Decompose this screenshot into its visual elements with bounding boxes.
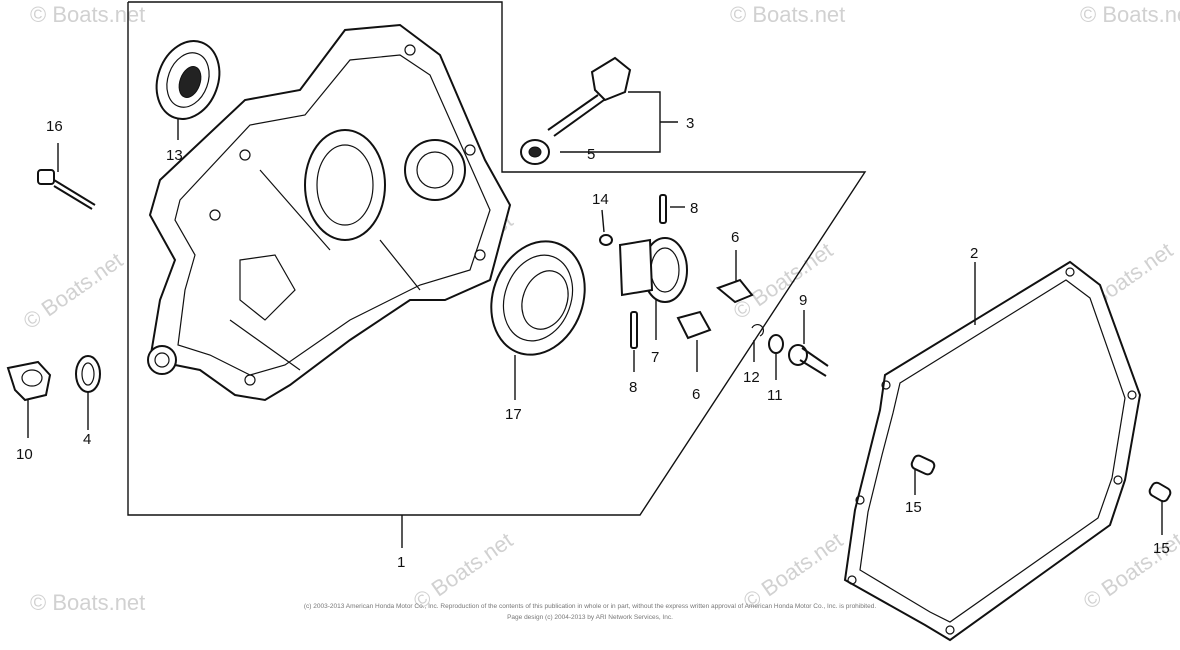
pin-8 <box>630 194 685 372</box>
callout-9: 9 <box>799 292 807 309</box>
washer-14 <box>599 209 613 246</box>
callout-16: 16 <box>46 118 63 135</box>
callout-6: 6 <box>731 229 739 246</box>
watermark: © Boats.net <box>19 247 128 334</box>
o-ring-4 <box>75 355 101 430</box>
copyright-line: (c) 2003-2013 American Honda Motor Co., … <box>304 603 876 610</box>
callout-5: 5 <box>587 146 595 163</box>
callout-6: 6 <box>692 386 700 403</box>
callout-15: 15 <box>1153 540 1170 557</box>
pin-9 <box>788 310 829 377</box>
callout-13: 13 <box>166 147 183 164</box>
bolt-16 <box>37 143 96 210</box>
callout-1: 1 <box>397 554 405 571</box>
callout-2: 2 <box>970 245 978 262</box>
callout-7: 7 <box>651 349 659 366</box>
dowel-pin-15 <box>910 454 1172 535</box>
callout-3: 3 <box>686 115 694 132</box>
callout-4: 4 <box>83 431 91 448</box>
oil-seal-13 <box>155 40 221 140</box>
bearing-17 <box>490 240 586 400</box>
watermark: © Boats.net <box>730 2 845 27</box>
watermark: © Boats.net <box>30 590 145 615</box>
watermark: © Boats.net <box>30 2 145 27</box>
gasket-2 <box>843 260 1142 642</box>
callout-17: 17 <box>505 406 522 423</box>
oil-gauge-3 <box>520 56 678 165</box>
callout-labels: 1 2 3 4 5 6 6 7 8 8 9 10 11 12 13 14 15 … <box>16 115 1170 571</box>
washer-11 <box>768 334 784 380</box>
callout-8: 8 <box>690 200 698 217</box>
watermark: © Boats.net <box>409 527 518 614</box>
governor-gear-7 <box>618 237 688 340</box>
watermark: © Boats.net <box>1080 2 1180 27</box>
filler-cap-10 <box>6 360 52 438</box>
callout-11: 11 <box>767 387 783 404</box>
assembly-boundary <box>127 1 867 516</box>
clip-12 <box>751 324 764 362</box>
watermark: © Boats.net <box>739 527 848 614</box>
callout-8: 8 <box>629 379 637 396</box>
crankcase-cover <box>147 23 512 402</box>
governor-weight-6 <box>676 250 754 372</box>
watermark: © Boats.net <box>729 237 838 324</box>
callout-10: 10 <box>16 446 33 463</box>
callout-12: 12 <box>743 369 760 386</box>
page-design-line: Page design (c) 2004-2013 by ARI Network… <box>507 614 673 621</box>
callout-15: 15 <box>905 499 922 516</box>
callout-14: 14 <box>592 191 609 208</box>
